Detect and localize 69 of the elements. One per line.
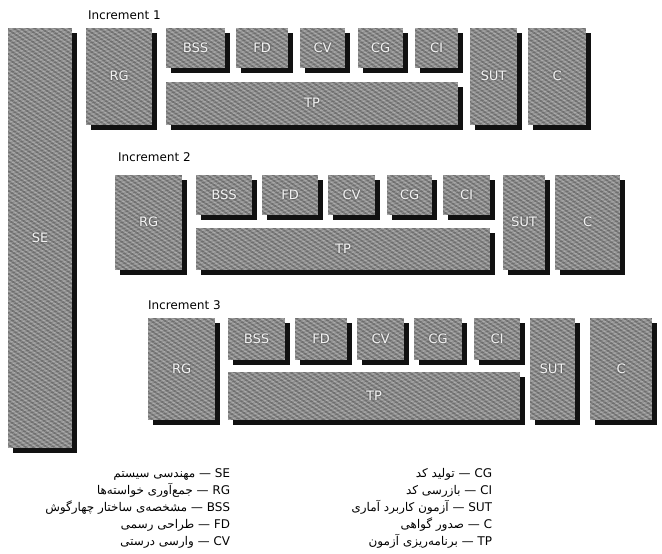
phase-label: CG: [428, 332, 448, 346]
phase-label: BSS: [211, 188, 237, 202]
phase-label: BSS: [182, 40, 208, 56]
phase-box: [166, 82, 458, 125]
phase-label: CV: [314, 40, 332, 56]
phase-box: [262, 175, 318, 215]
phase-box: [148, 318, 215, 420]
phase-label: CI: [490, 332, 504, 346]
phase-label: RG: [109, 69, 129, 84]
phase-box: [503, 175, 545, 270]
phase-box: [328, 175, 375, 215]
phase-box: [387, 175, 432, 215]
phase-box: [300, 28, 345, 68]
legend-entry: RG — جمع‌آوری خواسته‌ها: [96, 483, 230, 497]
increment-heading: Increment 3: [148, 298, 221, 312]
phase-label: SUT: [511, 215, 537, 230]
phase-box: [528, 28, 586, 125]
phase-label: FD: [281, 188, 299, 202]
legend-entry: SE — مهندسی سیستم: [113, 466, 230, 480]
phase-box: [196, 228, 490, 270]
phase-label: SUT: [540, 362, 566, 376]
phase-box: [474, 318, 520, 360]
phase-box: [590, 318, 652, 420]
phase-label: RG: [138, 215, 158, 230]
phase-box: [443, 175, 490, 215]
phase-label: SE: [32, 230, 48, 246]
phase-label: TP: [335, 242, 351, 256]
phase-box: [86, 28, 152, 125]
legend-entry: CV — وارسی درستی: [120, 534, 230, 548]
increment-heading: Increment 2: [118, 150, 191, 164]
phase-box: [555, 175, 620, 270]
phase-box: [228, 372, 520, 420]
phase-box: [358, 28, 403, 68]
phase-box: [470, 28, 517, 125]
legend-entry: CG — تولید کد: [416, 466, 492, 480]
phase-label: BSS: [244, 332, 270, 346]
phase-label: SUT: [480, 69, 506, 84]
phase-label: C: [616, 362, 626, 376]
phase-box: [166, 28, 225, 68]
phase-label: C: [582, 215, 592, 230]
phase-label: CG: [400, 188, 420, 202]
phase-box: [414, 318, 462, 360]
phase-box: [196, 175, 252, 215]
legend-entry: C — صدور گواهی: [400, 517, 492, 531]
phase-box: [357, 318, 404, 360]
phase-label: CI: [430, 40, 443, 56]
legend-entry: BSS — مشخصه‌ی ساختار چهارگوش: [45, 500, 230, 514]
phase-label: CG: [370, 40, 390, 56]
phase-box: [115, 175, 182, 270]
phase-label: CV: [342, 188, 360, 202]
legend-entry: CI — بازرسی کد: [406, 483, 492, 497]
phase-label: CV: [372, 332, 390, 346]
phase-box: [8, 28, 72, 448]
phase-label: CI: [460, 188, 473, 202]
phase-label: C: [552, 69, 562, 84]
phase-label: FD: [312, 332, 330, 346]
phase-label: TP: [366, 388, 382, 404]
increment-heading: Increment 1: [88, 8, 161, 22]
phase-box: [236, 28, 288, 68]
phase-box: [415, 28, 458, 68]
phase-label: FD: [253, 40, 271, 56]
phase-box: [530, 318, 575, 420]
legend-entry: SUT — آزمون کاربرد آماری: [351, 500, 492, 514]
phase-label: TP: [304, 96, 320, 111]
legend-entry: FD — طراحی رسمی: [120, 517, 230, 531]
legend-entry: TP — برنامه‌ریزی آزمون: [368, 534, 492, 548]
phase-box: [228, 318, 285, 360]
phase-box: [295, 318, 347, 360]
phase-label: RG: [172, 362, 192, 376]
